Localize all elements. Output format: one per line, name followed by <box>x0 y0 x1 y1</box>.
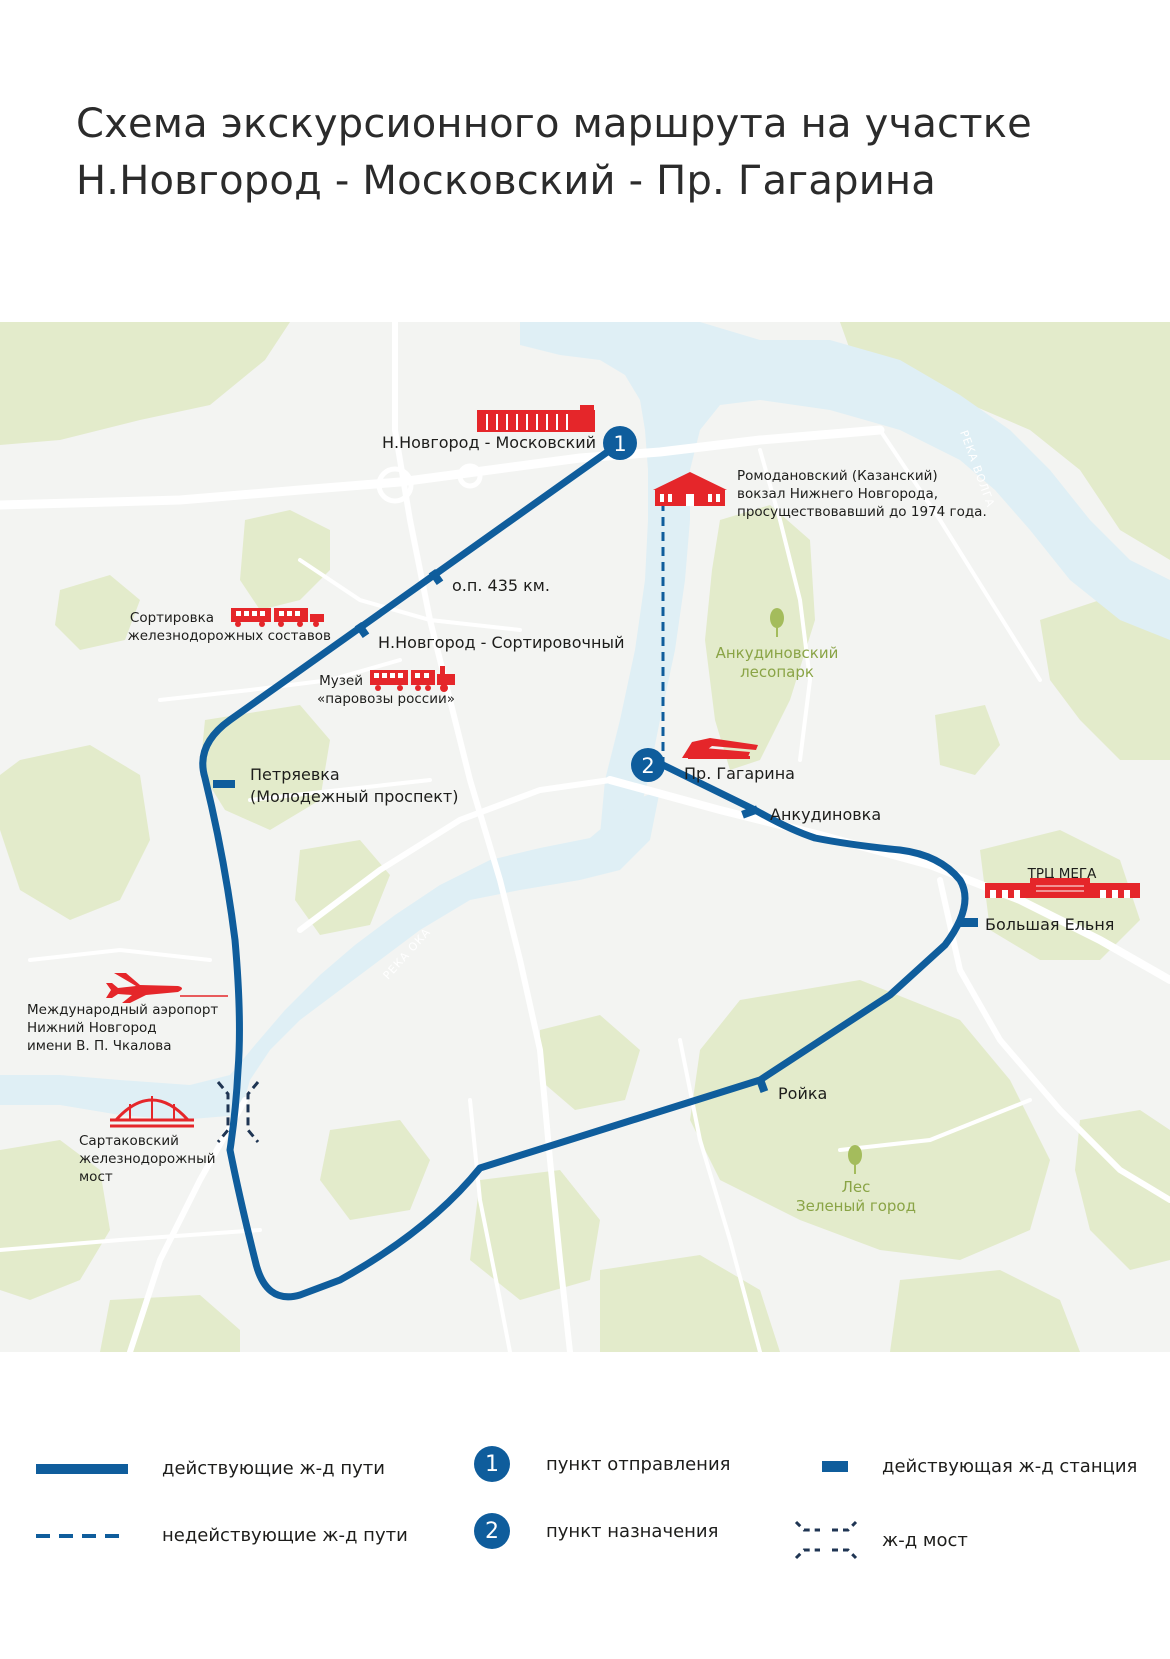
station-label-roika: Ройка <box>778 1084 827 1103</box>
legend-label-destination: пункт назначения <box>546 1520 719 1542</box>
landmark-label-museum-2: «паровозы россии» <box>317 691 455 707</box>
landmark-label-museum-1: Музей <box>319 673 363 689</box>
landmark-label-bridge-3: мост <box>79 1169 113 1185</box>
landmark-label-romodanovsky-3: просуществовавший до 1974 года. <box>737 504 987 520</box>
station-label-sortirovochny: Н.Новгород - Сортировочный <box>378 633 624 652</box>
landmark-label-airport-1: Международный аэропорт <box>27 1002 218 1018</box>
mall-icon <box>985 878 1140 898</box>
title-line-2: Н.Новгород - Московский - Пр. Гагарина <box>76 158 936 204</box>
station-label-petryaevka-1: Петряевка <box>250 765 340 784</box>
legend-label-inactive-tracks: недействующие ж-д пути <box>162 1525 408 1546</box>
landmark-label-sortirovka-2: железнодорожных составов <box>128 628 331 644</box>
rail-bridge-marker <box>216 1081 260 1143</box>
historic-station-icon <box>653 472 727 506</box>
legend-label-active-station: действующая ж-д станция <box>882 1456 1138 1477</box>
station-label-moskovsky: Н.Новгород - Московский <box>382 433 596 452</box>
page-title: Схема экскурсионного маршрута на участке… <box>76 96 1032 210</box>
legend-station-tick-icon <box>822 1460 848 1472</box>
landmark-label-bridge-2: железнодорожный <box>79 1151 216 1167</box>
station-marker-sortirovochny <box>354 621 370 639</box>
locomotive-icon <box>370 666 455 692</box>
train-cars-icon <box>231 608 324 627</box>
station-marker-bolshaya-elnya <box>958 918 978 927</box>
legend-item-departure: 1 пункт отправления <box>474 1446 730 1482</box>
station-label-petryaevka-2: (Молодежный проспект) <box>250 787 458 806</box>
landmark-label-bridge-1: Сартаковский <box>79 1133 179 1149</box>
station-marker-ankudinovka <box>741 805 759 819</box>
landmark-label-airport-2: Нижний Новгород <box>27 1020 157 1036</box>
legend-label-departure: пункт отправления <box>546 1453 731 1475</box>
park-label-ankudinovsky-1: Анкудиновский <box>716 644 839 662</box>
legend-destination-number: 2 <box>485 1518 499 1544</box>
roads <box>0 322 1170 1352</box>
landmark-label-airport-3: имени В. П. Чкалова <box>27 1038 172 1054</box>
park-label-green-city-2: Зеленый город <box>796 1197 916 1215</box>
destination-point-marker[interactable]: 2 <box>631 748 665 782</box>
legend-destination-badge: 2 <box>474 1513 510 1549</box>
station-label-op435: о.п. 435 км. <box>452 576 550 595</box>
park-label-green-city-1: Лес <box>842 1178 871 1196</box>
arch-bridge-icon <box>110 1096 194 1128</box>
legend-item-inactive-tracks: недействующие ж-д пути <box>36 1525 408 1546</box>
tree-icon <box>848 1145 862 1174</box>
departure-point-marker[interactable]: 1 <box>603 426 637 460</box>
legend-item-active-station: действующая ж-д станция <box>822 1456 1137 1477</box>
station-ticks <box>213 568 978 1093</box>
legend-dashed-line-icon <box>36 1533 128 1538</box>
legend-item-bridge: ж-д мост <box>794 1520 968 1560</box>
station-label-bolshaya-elnya: Большая Ельня <box>985 915 1114 934</box>
landmark-label-romodanovsky-2: вокзал Нижнего Новгорода, <box>737 486 938 502</box>
title-line-1: Схема экскурсионного маршрута на участке <box>76 101 1032 147</box>
destination-point-number: 2 <box>641 754 654 778</box>
landmark-label-romodanovsky-1: Ромодановский (Казанский) <box>737 468 938 484</box>
departure-point-number: 1 <box>613 432 626 456</box>
airplane-icon <box>106 973 182 1003</box>
legend-bridge-icon <box>794 1520 858 1560</box>
landmark-label-sortirovka-1: Сортировка <box>130 610 214 626</box>
legend-item-active-tracks: действующие ж-д пути <box>36 1458 385 1479</box>
park-label-ankudinovsky-2: лесопарк <box>740 663 814 681</box>
station-label-ankudinovka: Анкудиновка <box>770 805 881 824</box>
legend-label-active-tracks: действующие ж-д пути <box>162 1458 385 1479</box>
legend-label-bridge: ж-д мост <box>882 1529 968 1551</box>
legend: действующие ж-д пути недействующие ж-д п… <box>0 1440 1170 1580</box>
station-marker-op435 <box>428 568 444 586</box>
station-marker-roika <box>755 1077 769 1093</box>
legend-departure-number: 1 <box>485 1451 499 1477</box>
legend-solid-line-icon <box>36 1463 128 1474</box>
station-canopy-icon <box>682 738 758 759</box>
route-map[interactable]: РЕКА ВОЛГА РЕКА ОКА Анкудиновский лесопа… <box>0 322 1170 1352</box>
legend-departure-badge: 1 <box>474 1446 510 1482</box>
legend-item-destination: 2 пункт назначения <box>474 1513 718 1549</box>
station-label-gagarina: Пр. Гагарина <box>684 764 795 783</box>
station-building-icon <box>477 405 595 432</box>
active-route-main <box>199 439 969 1301</box>
station-marker-petryaevka <box>213 780 235 788</box>
tree-icon <box>770 608 784 637</box>
